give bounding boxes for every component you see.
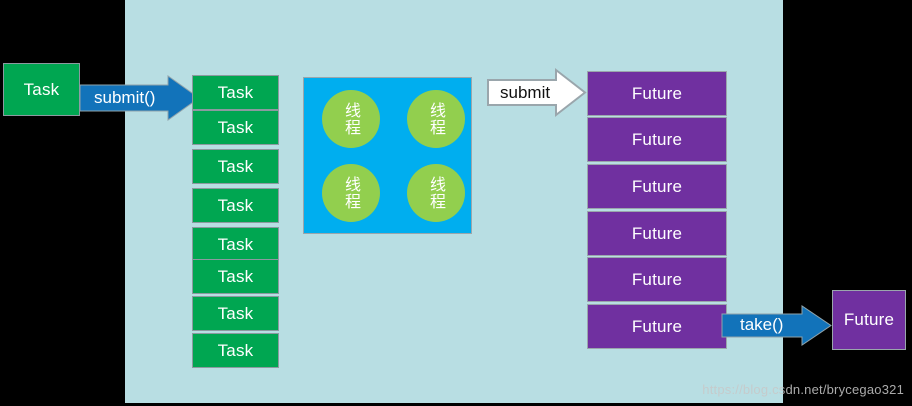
task-queue-item: Task: [192, 188, 279, 223]
future-queue-item: Future: [587, 117, 727, 162]
task-queue-item: Task: [192, 259, 279, 294]
task-queue-item: Task: [192, 75, 279, 110]
source-task-box: Task: [3, 63, 80, 116]
future-queue-item: Future: [587, 164, 727, 209]
thread-circle: 线程: [407, 164, 465, 222]
thread-circle-label: 线程: [427, 176, 446, 210]
future-queue-item: Future: [587, 211, 727, 256]
result-future-box: Future: [832, 290, 906, 350]
thread-pool-container: 线程 线程 线程 线程: [303, 77, 472, 234]
thread-circle-label: 线程: [427, 102, 446, 136]
task-queue-item: Task: [192, 110, 279, 145]
thread-circle: 线程: [322, 164, 380, 222]
future-queue-item: Future: [587, 71, 727, 116]
future-queue-item: Future: [587, 257, 727, 302]
future-queue-item: Future: [587, 304, 727, 349]
take-call-arrow-icon: [721, 305, 832, 346]
submit-call-arrow-icon: [79, 75, 200, 121]
task-queue-item: Task: [192, 296, 279, 331]
thread-circle: 线程: [407, 90, 465, 148]
thread-circle-label: 线程: [342, 102, 361, 136]
watermark-text: https://blog.csdn.net/brycegao321: [702, 382, 904, 397]
thread-circle-label: 线程: [342, 176, 361, 210]
submit-arrow-icon: [487, 67, 587, 118]
thread-circle: 线程: [322, 90, 380, 148]
task-queue-item: Task: [192, 333, 279, 368]
task-queue-item: Task: [192, 149, 279, 184]
task-queue-item: Task: [192, 227, 279, 262]
